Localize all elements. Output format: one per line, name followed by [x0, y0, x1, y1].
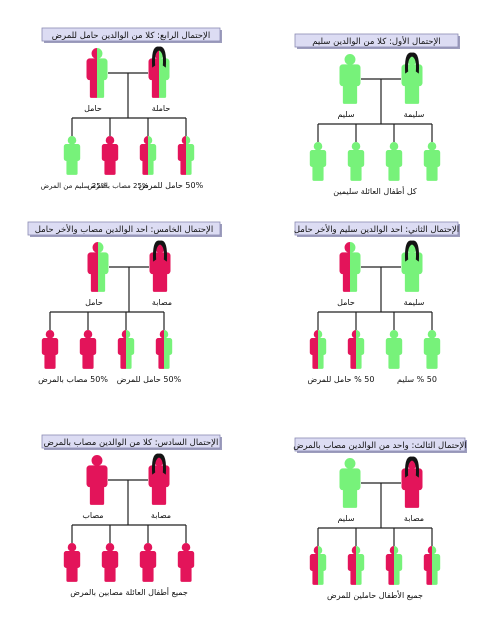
child-1	[41, 330, 59, 369]
parent-mother-label: حاملة	[152, 104, 171, 113]
caption-1: كل أطفال العائلة سليمين	[333, 186, 417, 196]
panel-title-box	[41, 434, 221, 449]
caption-2: 25% مصاب بالمرض	[87, 182, 149, 190]
caption-2: 50% حامل للمرض	[117, 375, 182, 384]
parent-mother-label: سليمة	[404, 110, 425, 119]
parent-mother	[401, 52, 423, 104]
parent-mother	[148, 46, 170, 98]
panel-title: الإحتمال الخامس: احد الوالدين مصاب والأخ…	[35, 224, 213, 235]
child-3	[385, 142, 403, 181]
panel-title-box	[294, 221, 459, 236]
parent-mother	[148, 453, 170, 505]
child-4	[177, 136, 195, 175]
child-2	[347, 546, 365, 585]
child-4	[423, 330, 441, 369]
parent-father	[86, 48, 108, 98]
child-3	[117, 330, 135, 369]
child-4	[177, 543, 195, 582]
parent-father	[339, 458, 361, 508]
panel-title: الإحتمال الرابع: كلا من الوالدين حامل لل…	[52, 31, 211, 41]
child-1	[309, 546, 327, 585]
panel-title-box	[27, 221, 221, 236]
hair-icon	[404, 240, 420, 262]
hair-icon	[404, 456, 420, 478]
child-4	[423, 142, 441, 181]
panel-p6: الإحتمال السادس: كلا من الوالدين مصاب با…	[41, 434, 222, 597]
child-2	[101, 543, 119, 582]
parent-father	[339, 242, 361, 292]
child-4	[423, 546, 441, 585]
panel-title: الإحتمال الأول: كلا من الوالدين سليم	[312, 36, 440, 47]
hair-icon	[151, 46, 167, 68]
parent-father-label: سليم	[337, 110, 354, 119]
parent-mother-label: مصابة	[152, 298, 172, 307]
child-3	[139, 543, 157, 582]
caption-3: 50% حامل للمرض	[139, 181, 204, 190]
caption-1: جميع الأطفال حاملين للمرض	[327, 590, 423, 600]
caption-1: جميع أطفال العائلة مصابين بالمرض	[70, 587, 188, 597]
child-3	[385, 330, 403, 369]
caption-1: 25% سليم من المرض	[41, 182, 108, 190]
parent-mother	[401, 456, 423, 508]
child-1	[63, 136, 81, 175]
panel-title: الإحتمال الثاني: احد الوالدين سليم والأخ…	[294, 224, 459, 235]
parent-mother-label: مصابة	[151, 511, 171, 520]
child-2	[79, 330, 97, 369]
parent-father-label: حامل	[337, 298, 355, 307]
child-3	[385, 546, 403, 585]
panel-p4: الإحتمال الرابع: كلا من الوالدين حامل لل…	[41, 27, 222, 190]
panel-p1: الإحتمال الأول: كلا من الوالدين سليم سليم…	[294, 33, 460, 196]
child-4	[155, 330, 173, 369]
child-1	[309, 330, 327, 369]
parent-father	[339, 54, 361, 104]
parent-father-label: حامل	[85, 298, 103, 307]
parent-father	[87, 242, 109, 292]
panel-title-box	[41, 27, 221, 42]
parent-father	[86, 455, 108, 505]
panel-title: الإحتمال السادس: كلا من الوالدين مصاب با…	[44, 438, 219, 448]
parent-father-label: مصاب	[82, 511, 103, 520]
child-1	[63, 543, 81, 582]
child-2	[347, 330, 365, 369]
child-2	[101, 136, 119, 175]
parent-mother	[149, 240, 171, 292]
parent-father-label: حامل	[84, 104, 102, 113]
panel-p3: الإحتمال الثالث: واحد من الوالدين مصاب ب…	[293, 437, 467, 600]
panel-title: الإحتمال الثالث: واحد من الوالدين مصاب ب…	[293, 441, 467, 451]
hair-icon	[404, 52, 420, 74]
caption-1: 50 % حامل للمرض	[308, 375, 375, 384]
child-3	[139, 136, 157, 175]
caption-1: 50% مصاب بالمرض	[38, 375, 108, 384]
panel-p5: الإحتمال الخامس: احد الوالدين مصاب والأخ…	[27, 221, 222, 384]
child-1	[309, 142, 327, 181]
child-2	[347, 142, 365, 181]
panel-title-box	[294, 437, 466, 452]
caption-2: 50 % سليم	[397, 375, 437, 384]
parent-mother-label: سليمة	[404, 298, 425, 307]
parent-mother	[401, 240, 423, 292]
panel-title-box	[294, 33, 459, 48]
parent-mother-label: مصابة	[404, 514, 424, 523]
panel-p2: الإحتمال الثاني: احد الوالدين سليم والأخ…	[294, 221, 460, 384]
parent-father-label: سليم	[337, 514, 354, 523]
hair-icon	[152, 240, 168, 262]
hair-icon	[151, 453, 167, 475]
